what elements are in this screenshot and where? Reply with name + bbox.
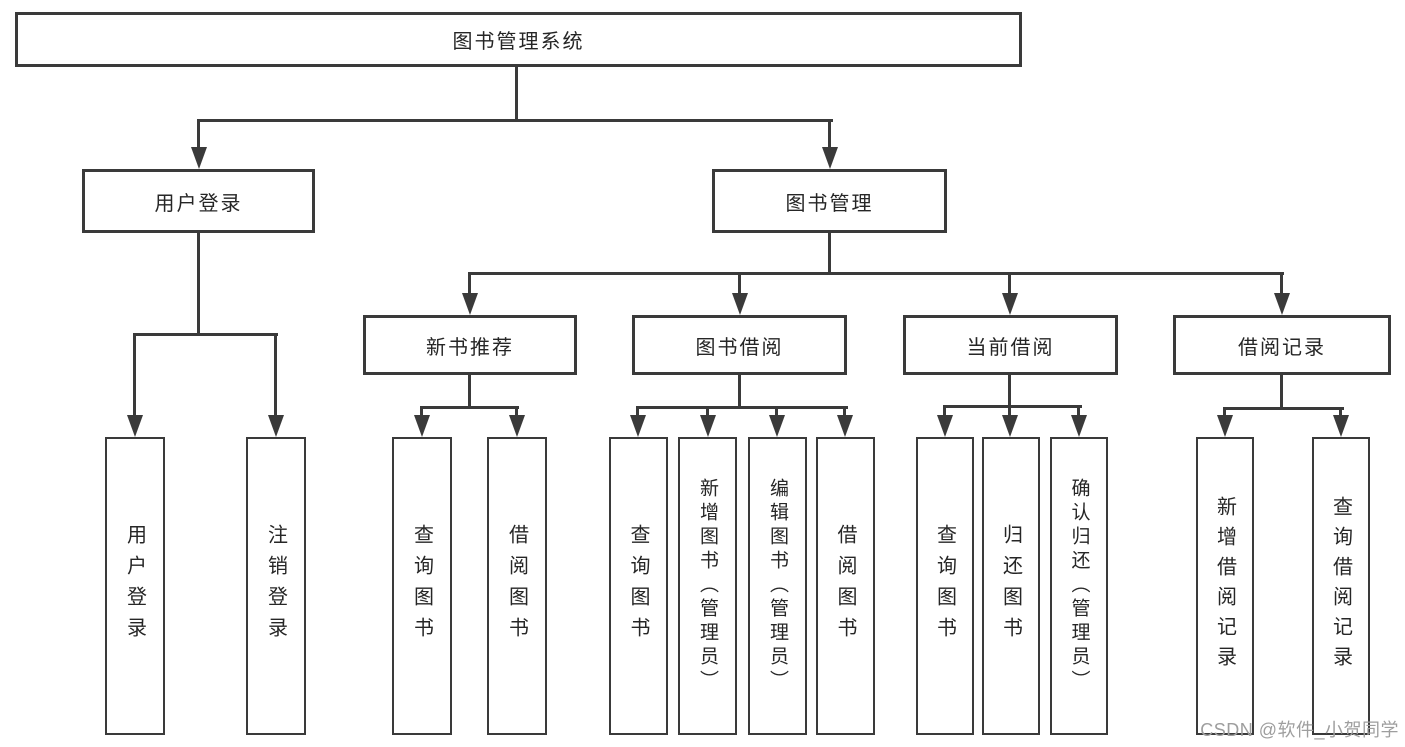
arrowhead-icon bbox=[414, 415, 430, 437]
leaf-borrow-books: 借阅图书 bbox=[816, 437, 875, 735]
connector-line bbox=[636, 406, 848, 409]
connector-line bbox=[828, 230, 831, 275]
arrowhead-icon bbox=[1071, 415, 1087, 437]
node-book-borrow: 图书借阅 bbox=[632, 315, 847, 375]
arrowhead-icon bbox=[127, 415, 143, 437]
leaf-user-login: 用户登录 bbox=[105, 437, 165, 735]
connector-line bbox=[274, 333, 277, 421]
connector-line bbox=[515, 67, 518, 121]
connector-line bbox=[468, 272, 471, 297]
node-new-book-recommend: 新书推荐 bbox=[363, 315, 577, 375]
connector-line bbox=[1008, 405, 1011, 418]
connector-line bbox=[943, 405, 946, 418]
connector-line bbox=[468, 272, 1284, 275]
arrowhead-icon bbox=[822, 147, 838, 169]
connector-line bbox=[197, 119, 200, 153]
leaf-add-borrow-record: 新增借阅记录 bbox=[1196, 437, 1254, 735]
node-book-management: 图书管理 bbox=[712, 169, 947, 233]
connector-line bbox=[1223, 407, 1226, 418]
leaf-query-books: 查询图书 bbox=[916, 437, 974, 735]
arrowhead-icon bbox=[1274, 293, 1290, 315]
connector-line bbox=[738, 272, 741, 297]
csdn-watermark: CSDN @软件_小贺同学 bbox=[1200, 720, 1399, 740]
arrowhead-icon bbox=[462, 293, 478, 315]
arrowhead-icon bbox=[1002, 293, 1018, 315]
connector-line bbox=[197, 231, 200, 336]
connector-line bbox=[1280, 272, 1283, 297]
arrowhead-icon bbox=[509, 415, 525, 437]
leaf-borrow-books: 借阅图书 bbox=[487, 437, 547, 735]
leaf-query-books: 查询图书 bbox=[392, 437, 452, 735]
connector-line bbox=[420, 406, 519, 409]
arrowhead-icon bbox=[191, 147, 207, 169]
connector-line bbox=[1008, 373, 1011, 408]
connector-line bbox=[468, 373, 471, 409]
arrowhead-icon bbox=[937, 415, 953, 437]
arrowhead-icon bbox=[769, 415, 785, 437]
connector-line bbox=[828, 119, 831, 153]
connector-line bbox=[1223, 407, 1344, 410]
arrowhead-icon bbox=[1333, 415, 1349, 437]
arrowhead-icon bbox=[268, 415, 284, 437]
leaf-add-book-admin: 新增图书（管理员） bbox=[678, 437, 737, 735]
node-root: 图书管理系统 bbox=[15, 12, 1022, 67]
leaf-return-book: 归还图书 bbox=[982, 437, 1040, 735]
connector-line bbox=[706, 406, 709, 418]
arrowhead-icon bbox=[837, 415, 853, 437]
connector-line bbox=[1280, 375, 1283, 410]
arrowhead-icon bbox=[630, 415, 646, 437]
arrowhead-icon bbox=[1217, 415, 1233, 437]
connector-line bbox=[133, 333, 136, 421]
arrowhead-icon bbox=[732, 293, 748, 315]
node-user-login: 用户登录 bbox=[82, 169, 315, 233]
leaf-query-borrow-record: 查询借阅记录 bbox=[1312, 437, 1370, 735]
connector-line bbox=[1339, 407, 1342, 418]
node-current-borrow: 当前借阅 bbox=[903, 315, 1118, 375]
connector-line bbox=[943, 405, 1082, 408]
node-borrow-records: 借阅记录 bbox=[1173, 315, 1391, 375]
leaf-logout: 注销登录 bbox=[246, 437, 306, 735]
connector-line bbox=[636, 406, 639, 418]
connector-line bbox=[775, 406, 778, 418]
connector-line bbox=[1008, 272, 1011, 297]
arrowhead-icon bbox=[700, 415, 716, 437]
leaf-confirm-return-admin: 确认归还（管理员） bbox=[1050, 437, 1108, 735]
connector-line bbox=[1077, 405, 1080, 418]
connector-line bbox=[738, 373, 741, 409]
connector-line bbox=[197, 119, 833, 122]
leaf-query-books: 查询图书 bbox=[609, 437, 668, 735]
connector-line bbox=[843, 406, 846, 418]
connector-line bbox=[515, 406, 518, 418]
leaf-edit-book-admin: 编辑图书（管理员） bbox=[748, 437, 807, 735]
connector-line bbox=[420, 406, 423, 418]
arrowhead-icon bbox=[1002, 415, 1018, 437]
connector-line bbox=[133, 333, 278, 336]
